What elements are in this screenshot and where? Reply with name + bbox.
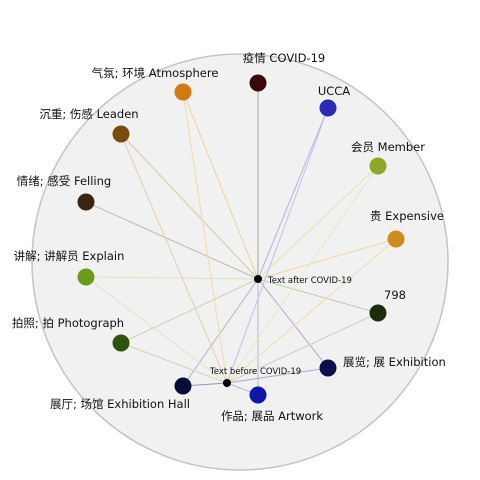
center-label-before: Text before COVID-19 xyxy=(209,367,301,377)
edge-before-atmosphere xyxy=(182,91,228,384)
node-exhibition[interactable] xyxy=(319,359,337,377)
node-label-leaden: 沉重; 伤感 Leaden xyxy=(39,107,138,121)
edge-after-felling xyxy=(85,201,259,280)
edge-before-leaden xyxy=(120,133,228,384)
node-explain[interactable] xyxy=(77,268,95,286)
edge-before-expensive xyxy=(226,238,397,384)
node-leaden[interactable] xyxy=(112,125,130,143)
node-n798[interactable] xyxy=(369,304,387,322)
edge-after-ucca xyxy=(257,107,329,280)
node-label-exhibition: 展览; 展 Exhibition xyxy=(343,355,446,369)
edge-before-n798 xyxy=(226,312,379,384)
node-label-n798: 798 xyxy=(384,288,406,302)
node-label-photograph: 拍照; 拍 Photograph xyxy=(12,316,124,330)
node-label-ucca: UCCA xyxy=(318,84,350,98)
node-felling[interactable] xyxy=(77,193,95,211)
node-artwork[interactable] xyxy=(249,386,267,404)
center-dot-before[interactable] xyxy=(223,379,231,387)
edge-before-member xyxy=(226,165,379,384)
node-label-felling: 情绪; 感受 Felling xyxy=(17,174,111,188)
node-label-member: 会员 Member xyxy=(351,140,425,154)
edge-before-explain xyxy=(85,276,228,384)
node-label-hall: 展厅; 场馆 Exhibition Hall xyxy=(50,397,190,411)
node-label-atmosphere: 气氛; 环境 Atmosphere xyxy=(92,66,219,80)
node-label-expensive: 贵 Expensive xyxy=(370,209,444,223)
node-hall[interactable] xyxy=(174,377,192,395)
edge-after-explain xyxy=(85,276,259,280)
node-label-artwork: 作品; 展品 Artwork xyxy=(221,409,323,423)
edge-after-member xyxy=(257,165,379,280)
node-atmosphere[interactable] xyxy=(174,83,192,101)
edge-after-expensive xyxy=(257,238,397,280)
node-photograph[interactable] xyxy=(112,334,130,352)
node-expensive[interactable] xyxy=(387,230,405,248)
edge-before-exhibition xyxy=(226,367,329,384)
node-label-explain: 讲解; 讲解员 Explain xyxy=(14,249,125,263)
diagram-ring xyxy=(31,53,449,471)
node-label-covid: 疫情 COVID-19 xyxy=(243,51,325,65)
edge-before-photograph xyxy=(120,342,228,384)
edge-after-photograph xyxy=(120,278,259,344)
node-member[interactable] xyxy=(369,157,387,175)
edge-after-hall xyxy=(182,278,259,387)
edge-after-atmosphere xyxy=(182,91,259,280)
center-dot-after[interactable] xyxy=(254,275,262,283)
edge-after-leaden xyxy=(120,133,259,280)
edge-before-ucca xyxy=(226,107,329,384)
node-covid[interactable] xyxy=(249,74,267,92)
edge-after-n798 xyxy=(257,278,379,314)
center-label-after: Text after COVID-19 xyxy=(267,276,352,286)
node-ucca[interactable] xyxy=(319,99,337,117)
edge-after-exhibition xyxy=(257,278,329,369)
node-layer xyxy=(77,74,405,404)
